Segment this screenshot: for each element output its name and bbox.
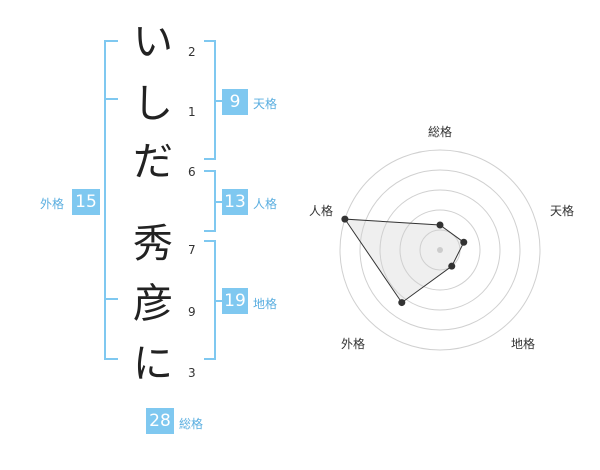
radar-ring-4 xyxy=(359,169,521,331)
radar-polygon xyxy=(343,218,465,304)
chikaku-bracket-bottom xyxy=(204,358,216,360)
radar-point-soukaku xyxy=(436,221,444,229)
name-char-3: だ xyxy=(133,139,173,185)
chikaku-badge: 19 xyxy=(222,288,248,314)
gaikaku-bracket-bottom xyxy=(104,358,118,360)
radar-label-chikaku: 地格 xyxy=(511,337,536,351)
radar-label-tenkaku: 天格 xyxy=(550,204,575,218)
stroke-count-4: 7 xyxy=(188,243,196,257)
radar-point-jinkaku xyxy=(341,215,349,223)
tenkaku-badge: 9 xyxy=(222,89,248,115)
soukaku-badge: 28 xyxy=(146,408,174,434)
name-char-2: し xyxy=(133,81,173,127)
name-char-1: い xyxy=(133,19,173,65)
tenkaku-bracket-top xyxy=(204,40,216,42)
gaikaku-label: 外格 xyxy=(40,197,65,211)
radar-point-gaikaku xyxy=(398,299,406,307)
jinkaku-label: 人格 xyxy=(253,197,278,211)
radar-ring-3 xyxy=(379,189,501,311)
gaikaku-bracket-tick-lower xyxy=(104,298,118,300)
jinkaku-bracket-bottom xyxy=(204,230,216,232)
jinkaku-badge: 13 xyxy=(222,189,248,215)
name-char-6: に xyxy=(133,341,173,387)
radar-point-tenkaku xyxy=(460,238,468,246)
tenkaku-bracket-bottom xyxy=(204,158,216,160)
gaikaku-bracket-tick-upper xyxy=(104,98,118,100)
name-char-4: 秀 xyxy=(133,221,173,267)
gaikaku-bracket-spine xyxy=(104,40,106,360)
jinkaku-bracket-stem xyxy=(214,201,222,203)
radar-label-gaikaku: 外格 xyxy=(341,337,366,351)
radar-ring-2 xyxy=(399,209,481,291)
gaikaku-badge: 15 xyxy=(72,189,100,215)
chikaku-label: 地格 xyxy=(253,297,278,311)
name-char-5: 彦 xyxy=(133,281,173,327)
stroke-count-6: 3 xyxy=(188,366,196,380)
tenkaku-label: 天格 xyxy=(253,97,278,111)
soukaku-label: 総格 xyxy=(179,417,204,431)
tenkaku-bracket-stem xyxy=(214,100,222,102)
jinkaku-bracket-top xyxy=(204,170,216,172)
chikaku-bracket-stem xyxy=(214,300,222,302)
stroke-count-2: 1 xyxy=(188,105,196,119)
radar-label-jinkaku: 人格 xyxy=(309,204,334,218)
chikaku-bracket-top xyxy=(204,240,216,242)
stroke-count-1: 2 xyxy=(188,45,196,59)
radar-label-soukaku: 総格 xyxy=(428,125,453,139)
radar-center-dot xyxy=(437,247,443,253)
radar-ring-5 xyxy=(339,149,541,351)
radar-point-chikaku xyxy=(448,262,456,270)
stroke-count-5: 9 xyxy=(188,305,196,319)
stroke-count-3: 6 xyxy=(188,165,196,179)
gaikaku-bracket-top xyxy=(104,40,118,42)
